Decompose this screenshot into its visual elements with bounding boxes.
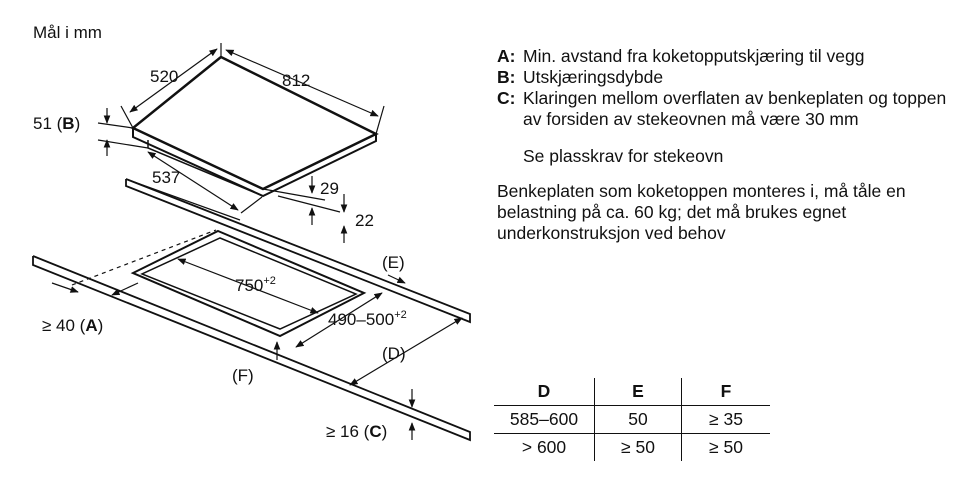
legend-key: C: xyxy=(497,88,516,108)
dimension-520 xyxy=(120,43,222,129)
dimension-812-label: 812 xyxy=(282,71,310,90)
table-cell: ≥ 50 xyxy=(709,437,743,457)
label-f: (F) xyxy=(232,366,254,385)
dimension-750-label: 750+2 xyxy=(235,275,276,295)
dimension-537 xyxy=(147,151,263,214)
dimension-d xyxy=(349,317,463,386)
dimension-490-500 xyxy=(295,292,383,348)
legend-item-a: A: Min. avstand fra koketopputskjæring t… xyxy=(497,46,947,67)
dimension-490-500-label: 490–500+2 xyxy=(328,309,407,329)
legend-key: B: xyxy=(497,67,516,87)
worktop-back-line xyxy=(125,178,241,221)
table-header: D xyxy=(494,378,595,406)
legend: A: Min. avstand fra koketopputskjæring t… xyxy=(497,46,947,244)
table-cell: 50 xyxy=(594,405,682,434)
table-row: 585–600 50 ≥ 35 xyxy=(494,405,770,434)
worktop-front-edge xyxy=(32,255,471,442)
worktop-back-edge xyxy=(125,178,471,324)
table-header-row: D E F xyxy=(494,378,770,406)
dimension-812 xyxy=(225,49,385,135)
table-cell: ≥ 50 xyxy=(594,433,682,461)
table-cell: 585–600 xyxy=(494,405,595,434)
dimension-b-label: 51 (B) xyxy=(33,114,80,133)
table-cell: > 600 xyxy=(494,433,595,461)
legend-note: Se plasskrav for stekeovn xyxy=(523,146,724,166)
legend-item-c: C: Klaringen mellom overflaten av benkep… xyxy=(497,88,947,130)
dimension-29-22 xyxy=(262,176,348,243)
legend-item-b: B: Utskjæringsdybde xyxy=(497,67,947,88)
dimension-537-label: 537 xyxy=(152,168,180,187)
legend-text: Utskjæringsdybde xyxy=(523,67,664,87)
worktop-dashed-wall xyxy=(71,229,217,286)
dimension-b xyxy=(97,108,149,156)
table-cell: ≥ 35 xyxy=(681,405,770,434)
load-requirement-text: Benkeplaten som koketoppen monteres i, m… xyxy=(497,181,906,243)
clearance-table: D E F 585–600 50 ≥ 35 > 600 ≥ 50 ≥ 50 xyxy=(494,378,770,461)
dimension-a xyxy=(51,282,139,296)
legend-text: Min. avstand fra koketopputskjæring til … xyxy=(523,46,865,66)
dimension-520-label: 520 xyxy=(150,67,178,86)
dimension-e xyxy=(387,274,406,284)
dimension-a-label: ≥ 40 (A) xyxy=(42,316,103,335)
dimension-c-label: ≥ 16 (C) xyxy=(326,422,387,441)
worktop xyxy=(32,178,471,442)
legend-key: A: xyxy=(497,46,516,66)
dimension-750 xyxy=(177,258,319,314)
dimension-29-label: 29 xyxy=(320,179,339,198)
table-header: E xyxy=(594,378,682,406)
label-d: (D) xyxy=(382,344,406,363)
table-row: > 600 ≥ 50 ≥ 50 xyxy=(494,433,770,461)
units-label: Mål i mm xyxy=(33,23,102,42)
label-e: (E) xyxy=(382,253,405,272)
table-header: F xyxy=(681,378,770,406)
legend-text: Klaringen mellom overflaten av benkeplat… xyxy=(523,88,947,129)
dimension-22-label: 22 xyxy=(355,211,374,230)
